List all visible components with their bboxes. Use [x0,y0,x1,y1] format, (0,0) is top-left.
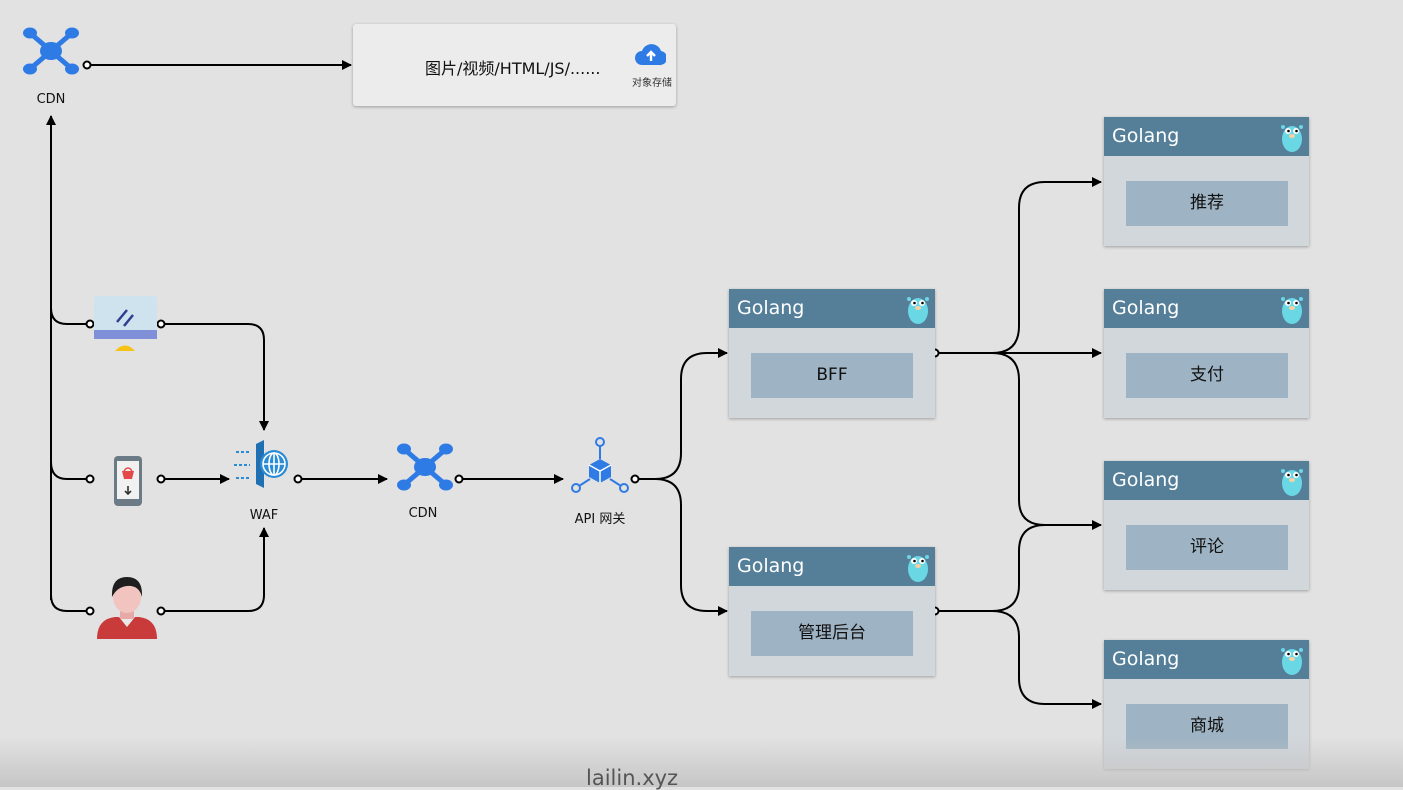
service-name: 管理后台 [751,611,913,656]
cdn-network-icon [397,443,453,491]
cdn-network-icon [23,27,79,75]
card-header: Golang [1104,117,1309,156]
gopher-icon [1281,125,1303,152]
gopher-icon [907,297,929,324]
card-header-label: Golang [737,555,805,577]
watermark: lailin.xyz [586,766,679,790]
card-header: Golang [1104,461,1309,500]
card-header-label: Golang [737,297,805,319]
footer-fade [0,737,1403,787]
object-storage-caption: 对象存储 [632,78,672,89]
service-name: 支付 [1126,353,1288,398]
service-name: BFF [751,353,913,398]
service-card-bff: Golang BFF [729,289,935,418]
card-header-label: Golang [1112,648,1180,670]
cloud-upload-icon [635,44,666,66]
monitor-icon [94,296,157,351]
mobile-shop-icon [114,456,142,506]
service-name: 推荐 [1126,181,1288,226]
card-header: Golang [729,289,935,328]
user-avatar-icon [97,577,157,639]
card-header: Golang [1104,640,1309,679]
card-header-label: Golang [1112,125,1180,147]
object-storage-text: 图片/视频/HTML/JS/...... [425,59,601,78]
object-storage-box: 图片/视频/HTML/JS/...... 对象存储 [353,24,676,106]
gopher-icon [1281,648,1303,675]
service-card-recommend: Golang 推荐 [1104,117,1309,246]
api-gateway-icon [571,437,629,493]
api-gateway-label: API 网关 [574,512,626,527]
card-header: Golang [1104,289,1309,328]
cdn-mid-label: CDN [408,506,438,521]
gopher-icon [1281,469,1303,496]
card-header: Golang [729,547,935,586]
service-card-mall: Golang 商城 [1104,640,1309,769]
card-header-label: Golang [1112,469,1180,491]
waf-label: WAF [249,508,279,523]
cdn-top-label: CDN [36,92,66,107]
service-card-payment: Golang 支付 [1104,289,1309,418]
service-card-admin: Golang 管理后台 [729,547,935,676]
card-header-label: Golang [1112,297,1180,319]
service-card-comment: Golang 评论 [1104,461,1309,590]
gopher-icon [907,555,929,582]
service-name: 评论 [1126,525,1288,570]
gopher-icon [1281,297,1303,324]
waf-shield-globe-icon [234,440,288,488]
